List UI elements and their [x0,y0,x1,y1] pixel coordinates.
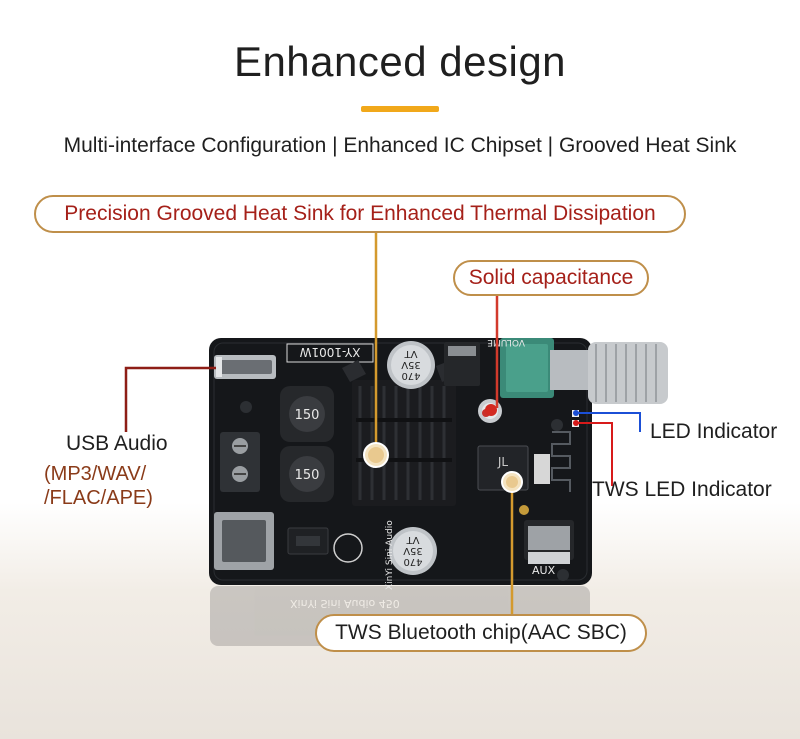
led-leader [576,412,641,432]
svg-text:XinYi Sini Audio: XinYi Sini Audio [385,520,395,590]
heat-sink-callout: Precision Grooved Heat Sink for Enhanced… [34,195,686,233]
usb-formats-line1: (MP3/WAV/ [44,463,147,485]
svg-text:JL: JL [497,455,509,469]
tws-led-indicator-label: TWS LED Indicator [592,478,772,501]
title-accent-bar [361,106,439,112]
svg-text:XinYi Sini Audio 450: XinYi Sini Audio 450 [290,597,400,610]
svg-text:35V: 35V [403,545,423,556]
mount-hole [551,419,563,431]
usb-port [214,355,276,379]
svg-text:VT: VT [406,534,420,545]
svg-text:150: 150 [295,468,320,483]
inductor: 150 [280,446,334,502]
led-indicator-label: LED Indicator [650,420,778,443]
svg-text:35V: 35V [401,359,421,370]
mount-hole [240,401,252,413]
capacitor: 470 35V VT [389,527,437,575]
svg-text:470: 470 [403,556,422,567]
svg-text:XY-1001W: XY-1001W [299,345,360,359]
usb-formats: (MP3/WAV/ /FLAC/APE) [44,462,153,510]
svg-text:470: 470 [401,370,420,381]
page-subtitle: Multi-interface Configuration | Enhanced… [63,134,737,157]
usb-leader [124,366,216,432]
svg-text:AUX: AUX [532,564,556,577]
brand-logo [333,533,363,563]
usb-formats-line2: /FLAC/APE) [44,487,153,509]
tws-led-leader [576,422,613,486]
aux-jack: AUX [524,520,574,577]
mount-hole [557,569,569,581]
antenna-trace [551,431,571,492]
volume-potentiometer: VOLUME [487,337,668,404]
heat-sink [352,380,456,506]
svg-text:VOLUME: VOLUME [487,337,525,347]
svg-text:150: 150 [295,408,320,423]
usb-audio-label: USB Audio [66,432,168,455]
svg-text:VT: VT [404,348,418,359]
capacitance-callout: Solid capacitance [453,260,649,296]
terminal-block [220,432,260,492]
capacitor: 470 35V VT [387,341,435,389]
inductor: 150 [280,386,334,442]
bluetooth-chip-callout: TWS Bluetooth chip(AAC SBC) [315,614,647,652]
page-title: Enhanced design [233,38,567,85]
